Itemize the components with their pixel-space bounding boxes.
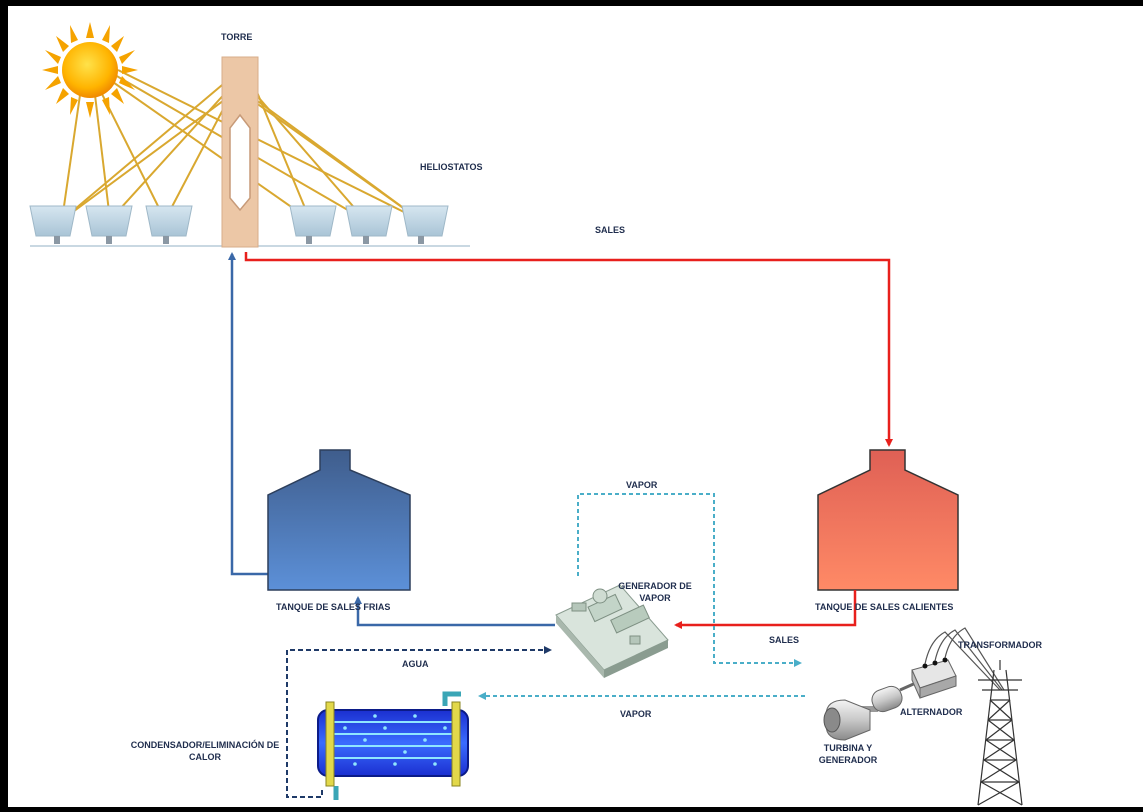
label-tanque-frias: TANQUE DE SALES FRIAS [276, 602, 390, 612]
heliostat-field [29, 205, 449, 244]
heliostat-icon [345, 205, 393, 244]
label-generador-line2: VAPOR [639, 593, 671, 603]
heliostat-icon [29, 205, 77, 244]
cold-salt-return-line [354, 596, 555, 627]
hot-salt-line [244, 252, 893, 447]
label-sales-top: SALES [595, 225, 625, 235]
cold-salt-to-tower-line [228, 252, 268, 576]
condenser-icon [317, 691, 469, 800]
turbine-icon [823, 699, 878, 741]
heliostat-icon [401, 205, 449, 244]
label-sales-mid: SALES [769, 635, 799, 645]
vapor-to-turbine-line [577, 493, 802, 667]
label-alternador: ALTERNADOR [900, 707, 963, 717]
heliostat-icon [85, 205, 133, 244]
heliostat-icon [145, 205, 193, 244]
sun-icon [42, 22, 138, 118]
water-line [286, 646, 552, 798]
reflected-beams [61, 74, 421, 221]
sun-rays [61, 69, 421, 221]
label-vapor-top: VAPOR [626, 480, 658, 490]
power-pylon-icon [977, 660, 1023, 806]
label-heliostatos: HELIOSTATOS [420, 162, 483, 172]
label-turbina-line1: TURBINA Y [824, 743, 873, 753]
label-vapor-bottom: VAPOR [620, 709, 652, 719]
label-transformador: TRANSFORMADOR [958, 640, 1042, 650]
cold-salt-tank [267, 449, 411, 591]
label-tanque-calientes: TANQUE DE SALES CALIENTES [815, 602, 953, 612]
label-torre: TORRE [221, 32, 252, 42]
label-condensador-line1: CONDENSADOR/ELIMINACIÓN DE [131, 739, 280, 750]
steam-generator-icon [555, 584, 669, 678]
hot-salt-to-generator-line [674, 590, 857, 629]
tower-icon [221, 56, 259, 248]
label-agua: AGUA [402, 659, 429, 669]
hot-salt-tank [817, 449, 959, 591]
transformer-icon [911, 627, 1005, 699]
label-generador-line1: GENERADOR DE [618, 581, 692, 591]
label-turbina-line2: GENERADOR [819, 755, 878, 765]
label-condensador-line2: CALOR [189, 752, 221, 762]
heliostat-icon [289, 205, 337, 244]
